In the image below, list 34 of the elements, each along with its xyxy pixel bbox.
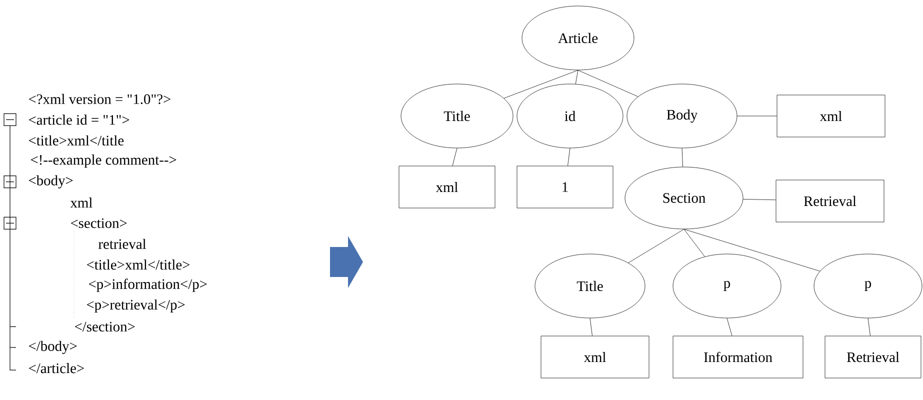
code-line: retrieval <box>98 238 146 249</box>
code-line: </section> <box>74 322 135 332</box>
connector-line <box>684 229 820 272</box>
code-line: </article> <box>28 363 84 374</box>
code-line: <!--example comment--> <box>30 154 176 168</box>
connector-line <box>578 70 638 97</box>
code-line: <article id = "1"> <box>28 114 130 125</box>
code-line: <p>information</p> <box>88 278 207 292</box>
connector-line <box>868 318 870 336</box>
connector-line <box>628 229 684 264</box>
code-line: </body> <box>28 340 77 354</box>
value-box: xml <box>398 166 496 208</box>
value-box: Information <box>672 336 804 378</box>
code-line: <body> <box>28 175 73 188</box>
code-line: <title>xml</title <box>28 135 124 146</box>
connector-line <box>575 70 578 84</box>
connector-line <box>684 229 705 257</box>
connector-line <box>742 199 776 200</box>
value-box: Retrieval <box>824 336 922 378</box>
connector-line <box>726 318 732 336</box>
connector-line <box>504 70 578 98</box>
connector-line <box>682 148 683 168</box>
code-line: <p>retrieval</p> <box>86 299 185 313</box>
code-line: <?xml version = "1.0"?> <box>28 94 170 104</box>
connector-line <box>590 318 592 336</box>
value-box: Retrieval <box>776 180 884 222</box>
value-box: xml <box>540 336 650 378</box>
value-box: xml <box>776 94 886 138</box>
value-box: 1 <box>516 166 614 208</box>
code-line: <section> <box>70 218 127 228</box>
code-line: <title>xml</title> <box>86 260 190 270</box>
connector-line <box>452 148 458 166</box>
connector-line <box>568 148 570 166</box>
code-line: xml <box>70 197 92 208</box>
